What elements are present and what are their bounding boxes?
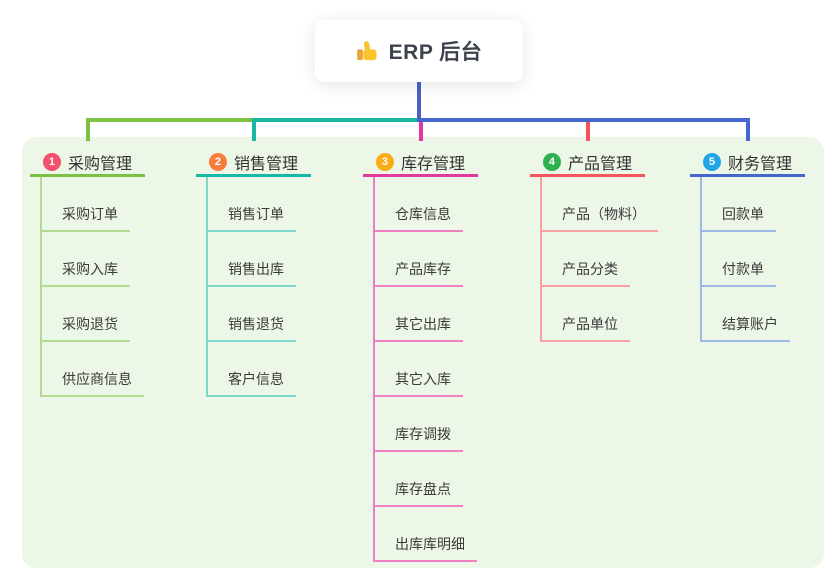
child-node[interactable]: 产品分类 — [542, 232, 630, 287]
child-node[interactable]: 出库库明细 — [375, 507, 477, 562]
branch-label: 财务管理 — [727, 156, 792, 173]
branch-children: 采购订单采购入库采购退货供应商信息 — [40, 177, 144, 397]
child-node[interactable]: 结算账户 — [702, 287, 790, 342]
child-node[interactable]: 库存调拨 — [375, 397, 463, 452]
branch-children: 产品（物料）产品分类产品单位 — [540, 177, 658, 342]
child-node[interactable]: 产品单位 — [542, 287, 630, 342]
branch-node[interactable]: 2 销售管理 — [196, 150, 311, 177]
branch-label: 库存管理 — [400, 156, 465, 173]
branch-drop-line — [251, 118, 256, 141]
branch-node[interactable]: 4 产品管理 — [530, 150, 645, 177]
branch-children: 销售订单销售出库销售退货客户信息 — [206, 177, 296, 397]
root-node[interactable]: ERP 后台 — [315, 20, 523, 82]
child-node[interactable]: 采购订单 — [42, 177, 130, 232]
child-node[interactable]: 回款单 — [702, 177, 776, 232]
child-node[interactable]: 采购入库 — [42, 232, 130, 287]
branch-drop-line — [418, 122, 423, 141]
trunk-segment-left-teal — [253, 118, 419, 122]
child-node[interactable]: 产品库存 — [375, 232, 463, 287]
child-node[interactable]: 供应商信息 — [42, 342, 144, 397]
child-node[interactable]: 销售订单 — [208, 177, 296, 232]
child-node[interactable]: 其它入库 — [375, 342, 463, 397]
branch-number-badge: 1 — [42, 153, 61, 171]
branch-label: 产品管理 — [567, 156, 632, 173]
child-node[interactable]: 库存盘点 — [375, 452, 463, 507]
branch-node[interactable]: 1 采购管理 — [30, 150, 145, 177]
child-node[interactable]: 其它出库 — [375, 287, 463, 342]
branch-number-badge: 5 — [702, 153, 721, 171]
branch-children: 仓库信息产品库存其它出库其它入库库存调拨库存盘点出库库明细 — [373, 177, 477, 562]
branch-number-badge: 2 — [208, 153, 227, 171]
child-node[interactable]: 销售出库 — [208, 232, 296, 287]
trunk-segment-right-blue — [417, 118, 750, 122]
child-node[interactable]: 销售退货 — [208, 287, 296, 342]
child-node[interactable]: 仓库信息 — [375, 177, 463, 232]
branch-number-badge: 3 — [375, 153, 394, 171]
branch-children: 回款单付款单结算账户 — [700, 177, 790, 342]
root-connector-line — [417, 82, 421, 122]
branch-label: 销售管理 — [233, 156, 298, 173]
branch-drop-line — [85, 118, 90, 141]
mindmap-panel — [22, 137, 824, 568]
child-node[interactable]: 产品（物料） — [542, 177, 658, 232]
child-node[interactable]: 采购退货 — [42, 287, 130, 342]
branch-number-badge: 4 — [542, 153, 561, 171]
branch-drop-line — [745, 118, 750, 141]
child-node[interactable]: 付款单 — [702, 232, 776, 287]
branch-node[interactable]: 3 库存管理 — [363, 150, 478, 177]
thumbs-up-icon — [356, 40, 379, 63]
branch-node[interactable]: 5 财务管理 — [690, 150, 805, 177]
branch-label: 采购管理 — [67, 156, 132, 173]
child-node[interactable]: 客户信息 — [208, 342, 296, 397]
root-title: ERP 后台 — [388, 41, 483, 64]
trunk-segment-left-green — [85, 118, 254, 122]
branch-drop-line — [585, 122, 590, 141]
